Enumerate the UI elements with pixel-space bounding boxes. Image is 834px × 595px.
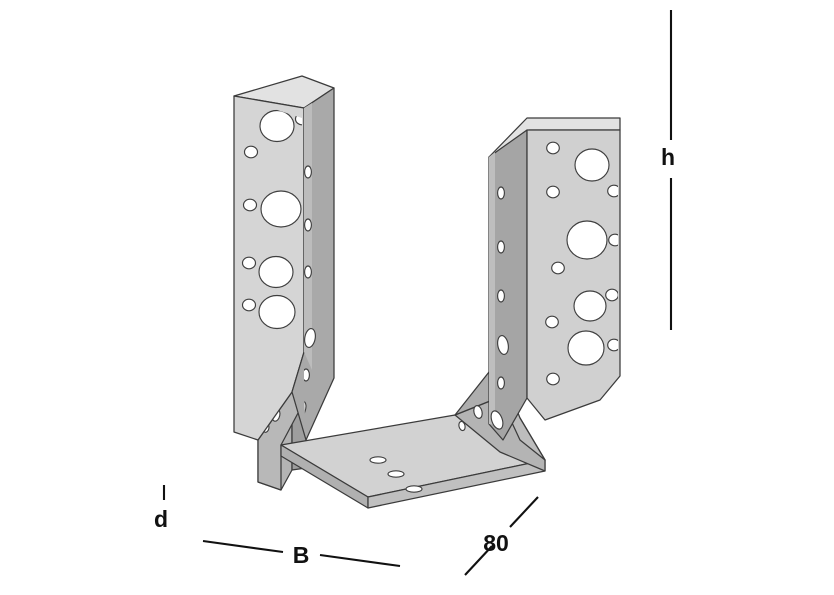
right-small-hole-4 (545, 315, 559, 329)
left-large-hole-4 (258, 294, 296, 330)
dimension-depth-line-upper (509, 496, 539, 528)
dimension-depth-line-lower (464, 545, 493, 576)
right-small-hole-3 (551, 261, 565, 275)
right-small-hole-5 (546, 372, 560, 386)
right-side-hole-2 (497, 240, 505, 254)
right-small-hole-9 (607, 338, 618, 352)
base-hole-2 (387, 470, 405, 478)
dimension-width-line-left (202, 539, 284, 554)
right-side-slot-1 (497, 335, 509, 355)
saddle-right-hole-1 (473, 405, 483, 419)
left-small-hole-4 (241, 298, 257, 312)
left-flange-side-holes (304, 165, 316, 420)
left-large-hole-3 (258, 255, 294, 289)
dimension-height-label: h (661, 144, 675, 170)
right-side-hole-4 (497, 376, 505, 390)
dimension-depth: 80 (464, 496, 539, 576)
left-flange-front-holes (241, 109, 302, 330)
right-flange-side-highlight (489, 152, 495, 425)
left-side-hole-3 (304, 265, 312, 279)
left-side-slot-1 (304, 328, 316, 348)
right-flange-side-holes (490, 186, 509, 430)
left-small-hole-1 (243, 145, 259, 159)
left-large-hole-2 (260, 190, 302, 228)
right-large-hole-2 (566, 220, 608, 260)
right-flange-front-holes (545, 141, 618, 386)
right-flange (488, 117, 621, 441)
right-side-slot-2 (490, 410, 504, 430)
right-small-hole-2 (546, 185, 560, 199)
saddle-base-hole-group (369, 456, 423, 493)
left-small-hole-2 (242, 198, 258, 212)
base-hole-3 (405, 485, 423, 493)
saddle-right-hole-2 (458, 420, 466, 432)
base-hole-1 (369, 456, 387, 464)
left-side-hole-1 (304, 165, 312, 179)
dimension-height: h (661, 10, 675, 330)
dimension-width: B (202, 539, 401, 568)
left-small-hole-3 (241, 256, 257, 270)
left-flange (233, 75, 335, 441)
right-side-hole-3 (497, 289, 505, 303)
right-small-hole-8 (605, 288, 618, 302)
right-large-hole-4 (567, 330, 605, 366)
dimension-depth-label: 80 (483, 530, 509, 556)
dimension-width-line-right (319, 553, 401, 568)
left-side-hole-2 (304, 218, 312, 232)
dimension-thickness-label: d (154, 506, 168, 532)
right-side-hole-1 (497, 186, 505, 200)
right-large-hole-3 (573, 290, 607, 322)
left-side-hole-4 (304, 368, 310, 382)
right-small-hole-7 (608, 233, 618, 247)
right-large-hole-1 (574, 148, 610, 182)
dimension-thickness: d (154, 485, 168, 532)
right-small-hole-1 (546, 141, 560, 155)
dimension-width-label: B (293, 542, 310, 568)
left-large-hole-1 (259, 109, 295, 143)
right-small-hole-6 (607, 184, 618, 198)
